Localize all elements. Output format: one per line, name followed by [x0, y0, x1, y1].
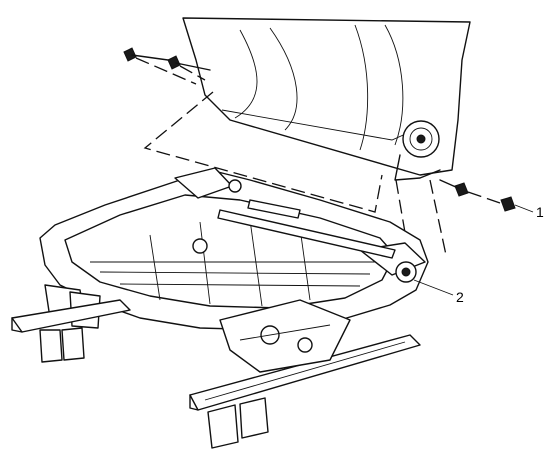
bolt-left-2 — [167, 55, 211, 71]
leader-line-1 — [514, 204, 534, 213]
seat-track-right — [189, 334, 421, 449]
recliner-mechanism — [394, 120, 441, 181]
callout-1: 1 — [536, 204, 544, 220]
bolt-right-2 — [500, 196, 516, 212]
alignment-guide — [143, 91, 383, 213]
bolt-right-1 — [439, 179, 469, 197]
leader-line-2 — [413, 279, 454, 296]
lower-mechanism — [219, 299, 351, 373]
callout-2: 2 — [456, 289, 464, 305]
seat-track-left — [11, 299, 131, 363]
bolt-left-1 — [123, 47, 169, 62]
seat-cushion-frame — [39, 167, 429, 331]
seat-back — [182, 17, 471, 181]
